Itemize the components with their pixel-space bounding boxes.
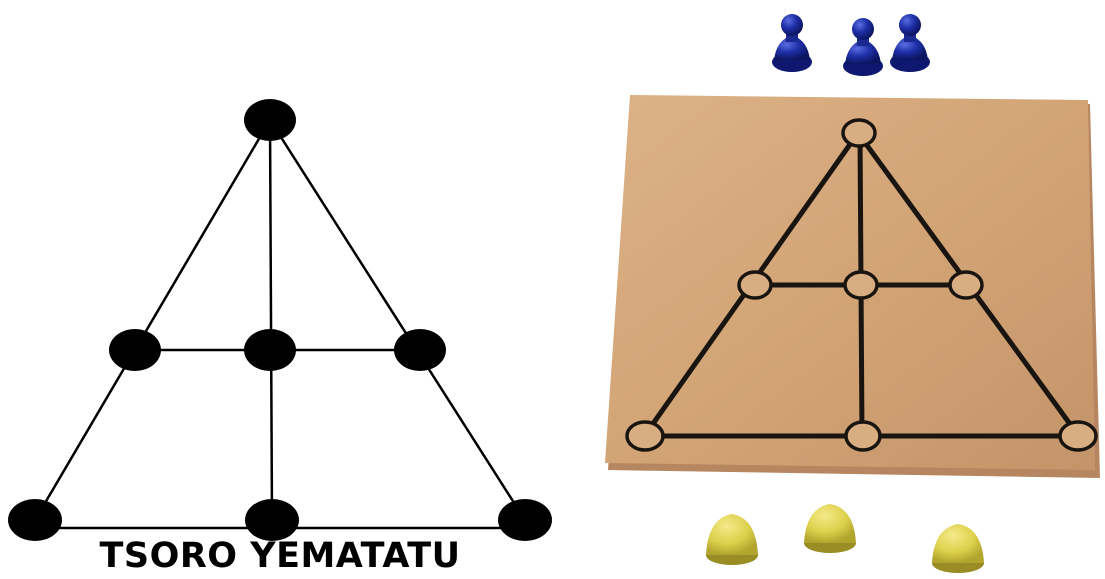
board-hole-middle-left[interactable]: [737, 270, 773, 300]
diagram-node-bottom-right[interactable]: [498, 499, 552, 541]
blue-pawns: [772, 14, 930, 76]
board-diagram-panel: TSORO YEMATATU: [8, 99, 552, 576]
diagram-node-apex[interactable]: [244, 99, 296, 141]
blue-pawn[interactable]: [843, 18, 883, 76]
diagram-lines: [33, 119, 527, 530]
board-hole-apex[interactable]: [841, 118, 877, 148]
game-title: TSORO YEMATATU: [99, 536, 461, 576]
diagram-node-middle-left[interactable]: [109, 329, 161, 371]
yellow-piece[interactable]: [932, 524, 984, 573]
diagram-node-middle-right[interactable]: [394, 329, 446, 371]
yellow-piece[interactable]: [804, 504, 856, 553]
yellow-pieces: [706, 504, 984, 573]
board-photo: [605, 14, 1100, 573]
board-holes: [625, 118, 1098, 452]
board-hole-bottom-left[interactable]: [625, 420, 665, 452]
diagram-node-bottom-left[interactable]: [8, 499, 62, 541]
board-diagram: [8, 99, 552, 541]
blue-pawn[interactable]: [772, 14, 812, 72]
diagram-line-left-edge: [33, 119, 272, 521]
board-hole-middle-center[interactable]: [843, 270, 879, 300]
diagram-nodes: [8, 99, 552, 541]
board-hole-bottom-center[interactable]: [844, 420, 882, 452]
blue-pawn[interactable]: [890, 14, 930, 72]
board-hole-middle-right[interactable]: [948, 270, 984, 300]
yellow-piece[interactable]: [706, 514, 758, 565]
diagram-node-bottom-center[interactable]: [245, 499, 299, 541]
diagram-line-center: [268, 119, 274, 521]
board-photo-panel: [560, 0, 1105, 579]
board-hole-bottom-right[interactable]: [1058, 420, 1098, 452]
diagram-line-right-edge: [268, 119, 527, 521]
diagram-node-middle-center[interactable]: [244, 329, 296, 371]
